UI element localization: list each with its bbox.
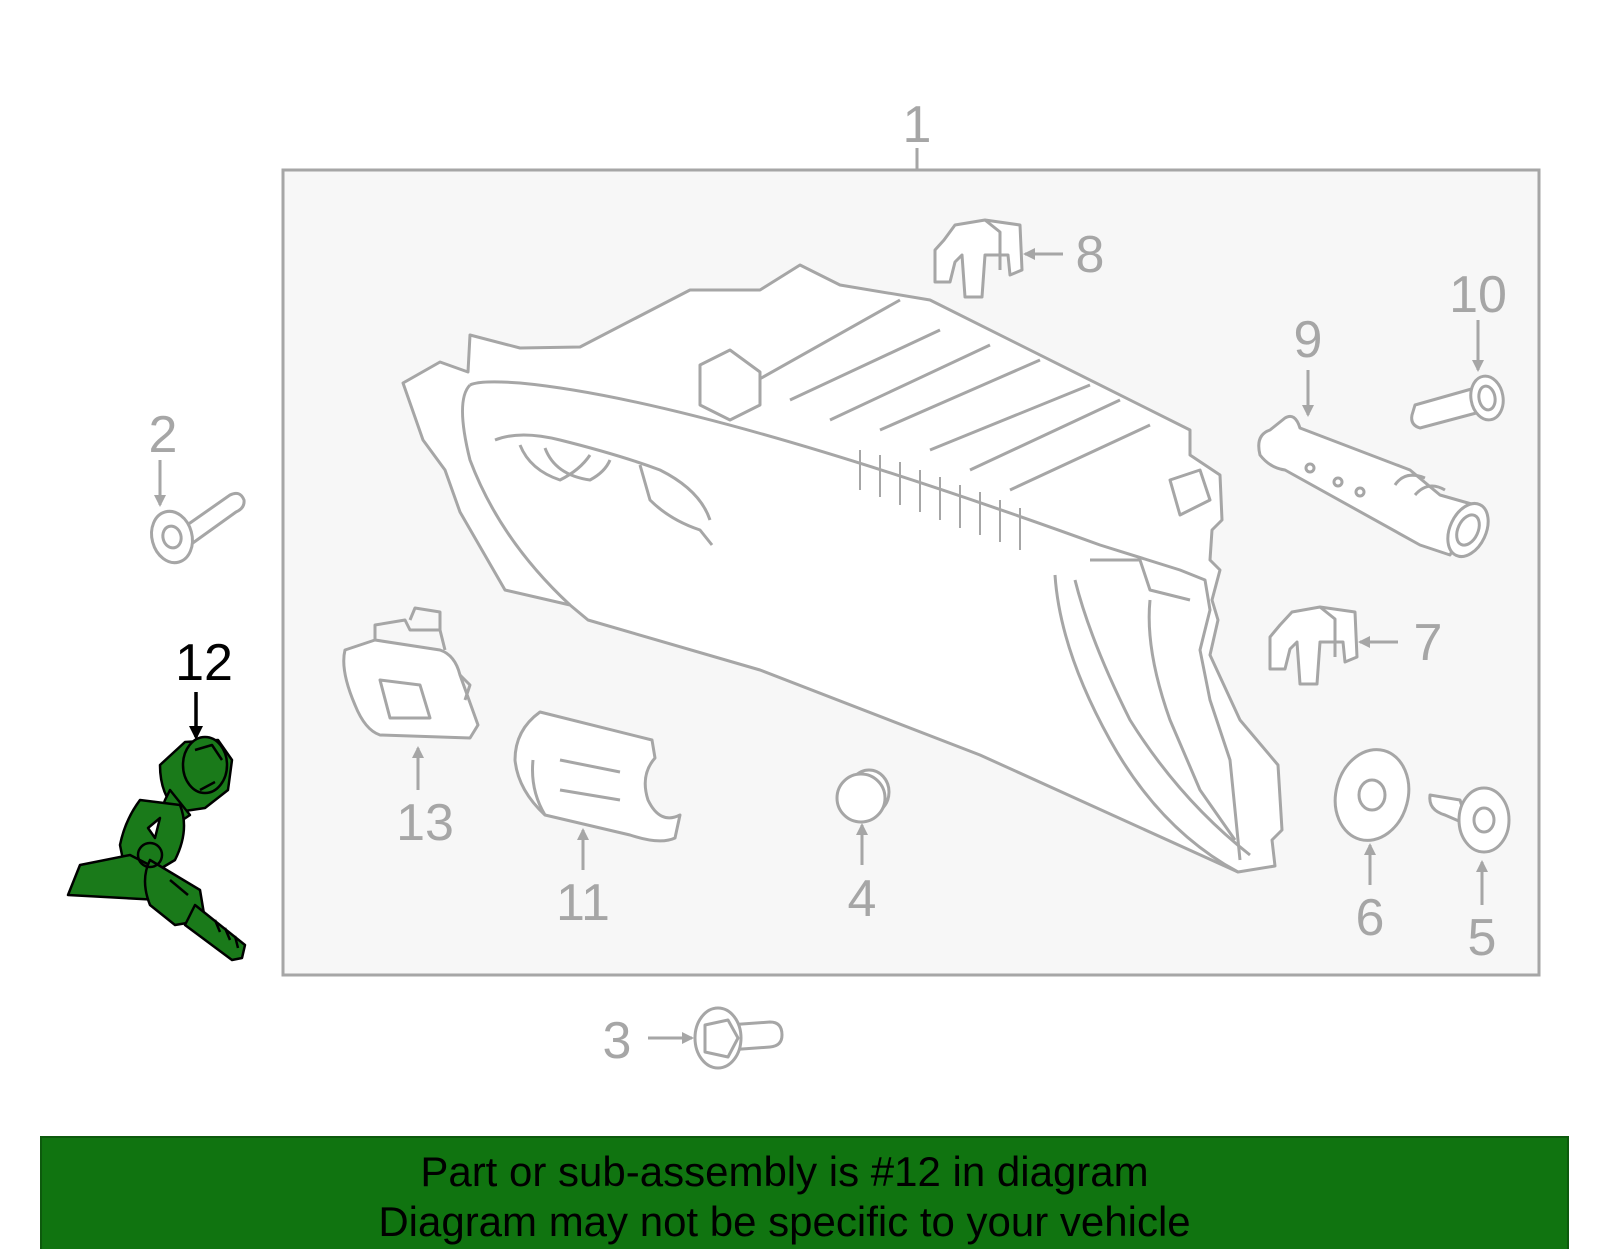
lock-cylinder-part-12[interactable]	[66, 735, 247, 962]
callout-2: 2	[149, 406, 178, 464]
washer-part-6[interactable]	[1325, 741, 1418, 849]
footer-line-1: Part or sub-assembly is #12 in diagram	[420, 1148, 1149, 1195]
clip-part-7[interactable]	[1268, 605, 1359, 686]
callout-11: 11	[556, 874, 610, 932]
callout-5: 5	[1468, 909, 1497, 967]
bolt-part-10[interactable]	[1410, 374, 1507, 430]
damper-rod-part-9[interactable]	[1257, 414, 1496, 563]
callout-4: 4	[848, 870, 877, 928]
callout-1: 1	[903, 96, 932, 154]
footer-banner: Part or sub-assembly is #12 in diagram D…	[40, 1136, 1569, 1249]
clip-part-5[interactable]	[1428, 786, 1511, 854]
bolt-part-3[interactable]	[693, 1006, 784, 1070]
footer-line-2: Diagram may not be specific to your vehi…	[378, 1198, 1191, 1245]
callout-3: 3	[603, 1012, 632, 1070]
callout-9: 9	[1294, 311, 1323, 369]
callout-7: 7	[1414, 614, 1443, 672]
plug-part-4[interactable]	[835, 768, 891, 824]
callout-13: 13	[396, 794, 454, 852]
callout-12: 12	[175, 634, 233, 692]
clip-part-8[interactable]	[933, 218, 1024, 299]
callout-8: 8	[1076, 226, 1105, 284]
callout-6: 6	[1356, 889, 1385, 947]
cover-part-11[interactable]	[513, 710, 682, 843]
glove-box-part[interactable]	[401, 263, 1284, 874]
latch-part-13[interactable]	[342, 606, 480, 740]
callout-10: 10	[1449, 266, 1507, 324]
screw-part-2[interactable]	[146, 491, 246, 567]
